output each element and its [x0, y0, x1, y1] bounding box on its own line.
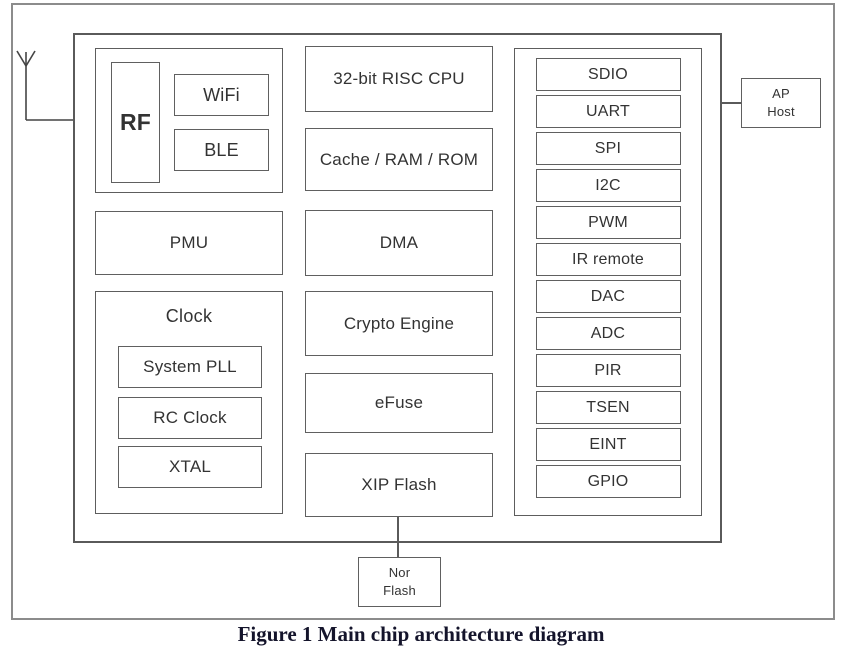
peripheral-ir-remote: IR remote: [535, 243, 681, 276]
ap-host-block: AP Host: [741, 78, 821, 128]
xip-flash-block: XIP Flash: [305, 453, 493, 517]
ap-host-label: AP Host: [767, 86, 795, 119]
rc-clock-block: RC Clock: [118, 397, 262, 439]
dma-block: DMA: [305, 210, 493, 276]
peripherals-box: SDIO UART SPI I2C PWM IR remote DAC ADC …: [514, 48, 702, 516]
peripheral-pwm: PWM: [535, 206, 681, 239]
efuse-block: eFuse: [305, 373, 493, 433]
peripheral-dac: DAC: [535, 280, 681, 313]
risc-cpu-block: 32-bit RISC CPU: [305, 46, 493, 112]
peripheral-adc: ADC: [535, 317, 681, 350]
clock-group-box: Clock System PLL RC Clock XTAL: [95, 291, 283, 514]
ble-block: BLE: [174, 129, 269, 171]
peripheral-pir: PIR: [535, 354, 681, 387]
wifi-block: WiFi: [174, 74, 269, 116]
pmu-block: PMU: [95, 211, 283, 275]
clock-group-label: Clock: [165, 306, 213, 326]
peripheral-uart: UART: [535, 95, 681, 128]
nor-flash-connector: [397, 517, 399, 557]
peripheral-spi: SPI: [535, 132, 681, 165]
rf-group-box: RF WiFi BLE: [95, 48, 283, 193]
system-pll-block: System PLL: [118, 346, 262, 388]
nor-flash-block: Nor Flash: [358, 557, 441, 607]
peripheral-eint: EINT: [535, 428, 681, 461]
peripheral-sdio: SDIO: [535, 58, 681, 91]
xtal-block: XTAL: [118, 446, 262, 488]
peripheral-tsen: TSEN: [535, 391, 681, 424]
rf-block: RF: [111, 62, 160, 183]
nor-flash-label: Nor Flash: [383, 565, 416, 598]
peripheral-gpio: GPIO: [535, 465, 681, 498]
peripheral-i2c: I2C: [535, 169, 681, 202]
ap-host-connector: [722, 102, 741, 104]
figure-caption: Figure 1 Main chip architecture diagram: [237, 622, 605, 646]
cache-ram-rom-block: Cache / RAM / ROM: [305, 128, 493, 191]
crypto-engine-block: Crypto Engine: [305, 291, 493, 356]
